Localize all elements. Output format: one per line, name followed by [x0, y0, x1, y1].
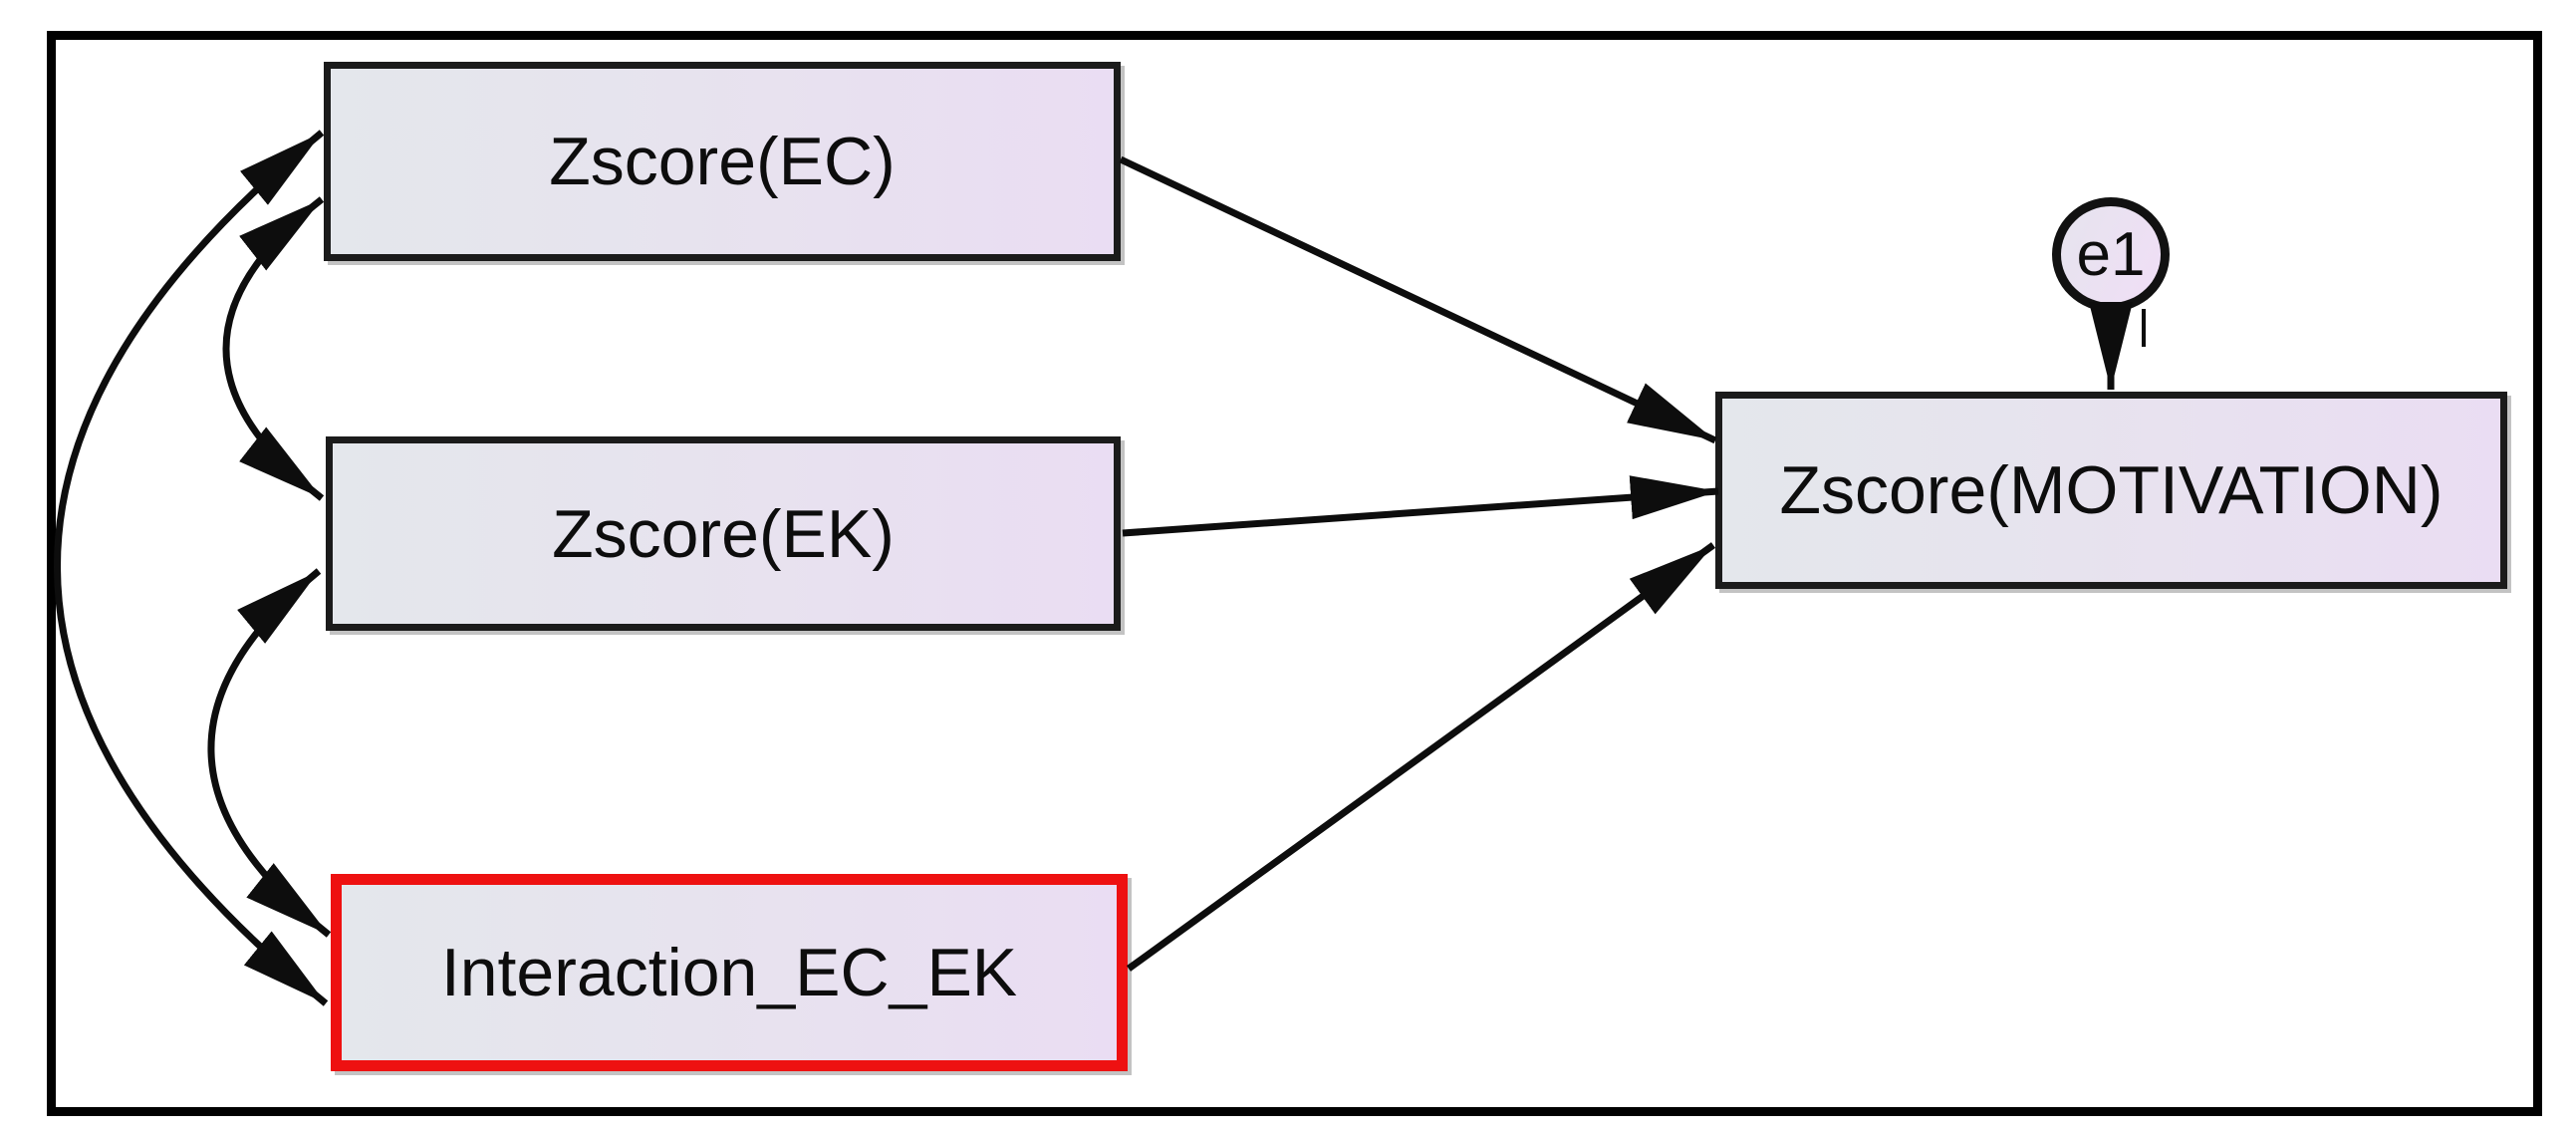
- node-zscore-ec[interactable]: Zscore(EC): [324, 62, 1121, 261]
- edge-regression-interaction-to-motivation[interactable]: [1126, 542, 1716, 972]
- node-error-e1[interactable]: e1: [2052, 197, 2170, 312]
- node-zscore-ek[interactable]: Zscore(EK): [326, 436, 1121, 631]
- node-error-e1-label: e1: [2076, 220, 2146, 289]
- node-interaction-ec-ek-label: Interaction_EC_EK: [440, 935, 1018, 1010]
- node-zscore-motivation-label: Zscore(MOTIVATION): [1779, 452, 2444, 528]
- edge-regression-ec-to-motivation[interactable]: [1119, 155, 1717, 444]
- node-interaction-ec-ek[interactable]: Interaction_EC_EK: [331, 874, 1128, 1071]
- edge-covariance-ec-interaction[interactable]: [54, 130, 329, 1006]
- edge-covariance-ek-interaction[interactable]: [207, 568, 332, 938]
- node-zscore-motivation[interactable]: Zscore(MOTIVATION): [1715, 392, 2507, 589]
- node-zscore-ek-label: Zscore(EK): [552, 495, 895, 572]
- diagram-frame: [47, 31, 2542, 1116]
- edge-regression-ek-to-motivation[interactable]: [1122, 475, 1719, 537]
- node-zscore-ec-label: Zscore(EC): [549, 124, 896, 199]
